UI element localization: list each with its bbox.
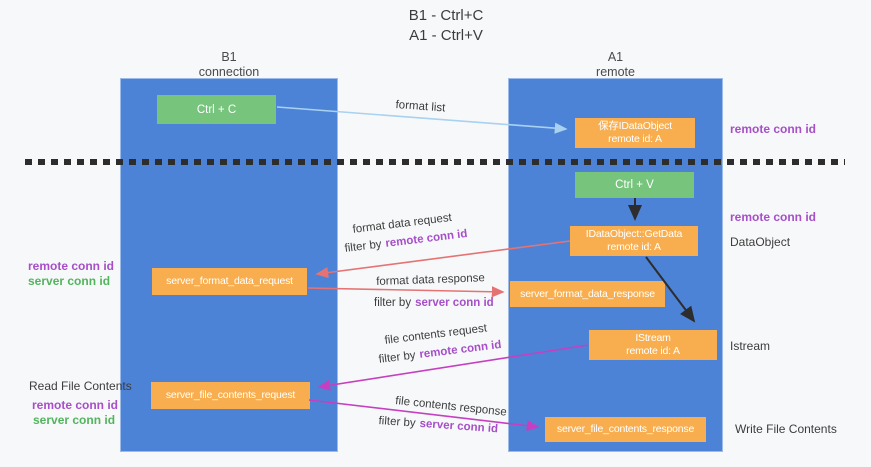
node-save-idataobject: 保存IDataObject remote id: A <box>575 118 695 148</box>
node-ctrl-c: Ctrl + C <box>157 95 276 124</box>
node-getdata-line1: IDataObject::GetData <box>585 228 683 240</box>
node-server-format-data-request: server_format_data_request <box>152 268 307 295</box>
lane-header-a1: A1 remote <box>508 50 723 80</box>
node-ctrl-v: Ctrl + V <box>575 172 694 198</box>
lane-b1-subtitle: connection <box>198 65 260 79</box>
side-label-server-conn-id-left-1: server conn id <box>28 274 111 288</box>
section-divider <box>25 159 845 165</box>
side-label-dataobject: DataObject <box>730 235 791 249</box>
remote-conn-id-text: remote conn id <box>418 338 503 361</box>
edge-label-format-list: format list <box>395 99 446 115</box>
lane-header-b1: B1 connection <box>120 50 338 80</box>
node-save-idataobject-line1: 保存IDataObject <box>598 120 672 132</box>
side-label-read-file-contents: Read File Contents <box>29 379 132 393</box>
side-label-remote-conn-id-left-1: remote conn id <box>28 259 115 273</box>
title-line-2: A1 - Ctrl+V <box>409 27 483 44</box>
node-istream-line2: remote id: A <box>626 345 680 357</box>
node-ctrl-v-label: Ctrl + V <box>615 179 654 191</box>
edge-label-file-contents-response: file contents response <box>394 395 508 419</box>
node-getdata-line2: remote id: A <box>607 241 661 253</box>
node-server-format-data-response: server_format_data_response <box>510 281 665 307</box>
node-server-format-data-request-label: server_format_data_request <box>166 275 293 287</box>
node-istream: IStream remote id: A <box>589 330 717 360</box>
side-label-istream: Istream <box>730 339 771 353</box>
node-istream-line1: IStream <box>635 332 671 344</box>
edge-label-format-data-response: format data response <box>376 272 486 288</box>
server-conn-id-text: server conn id <box>419 417 499 436</box>
title-line-1: B1 - Ctrl+C <box>408 7 484 24</box>
node-idataobject-getdata: IDataObject::GetData remote id: A <box>570 226 698 256</box>
node-server-file-contents-request: server_file_contents_request <box>151 382 310 409</box>
node-server-file-contents-response: server_file_contents_response <box>545 417 706 442</box>
side-label-remote-conn-id-mid: remote conn id <box>730 210 817 224</box>
lane-a1-name: A1 <box>607 50 624 64</box>
diagram-title: B1 - Ctrl+C A1 - Ctrl+V <box>340 6 552 46</box>
side-label-remote-conn-id-top: remote conn id <box>730 122 817 136</box>
side-label-remote-conn-id-left-2: remote conn id <box>32 398 119 412</box>
lane-a1-subtitle: remote <box>596 65 635 79</box>
side-label-write-file-contents: Write File Contents <box>735 422 837 436</box>
filter-by-text: filter by <box>374 297 412 309</box>
filter-by-text: filter by <box>378 349 417 366</box>
lane-b1-name: B1 <box>221 50 237 64</box>
node-server-file-contents-response-label: server_file_contents_response <box>556 423 695 435</box>
server-conn-id-text: server conn id <box>415 297 494 309</box>
side-label-server-conn-id-left-2: server conn id <box>33 413 116 427</box>
node-server-format-data-response-label: server_format_data_response <box>520 287 655 300</box>
node-save-idataobject-line2: remote id: A <box>608 133 662 145</box>
filter-by-text: filter by <box>344 238 383 255</box>
node-ctrl-c-label: Ctrl + C <box>196 103 237 116</box>
node-server-file-contents-request-label: server_file_contents_request <box>165 389 296 401</box>
filter-by-text: filter by <box>378 415 416 430</box>
remote-conn-id-text: remote conn id <box>384 227 469 250</box>
